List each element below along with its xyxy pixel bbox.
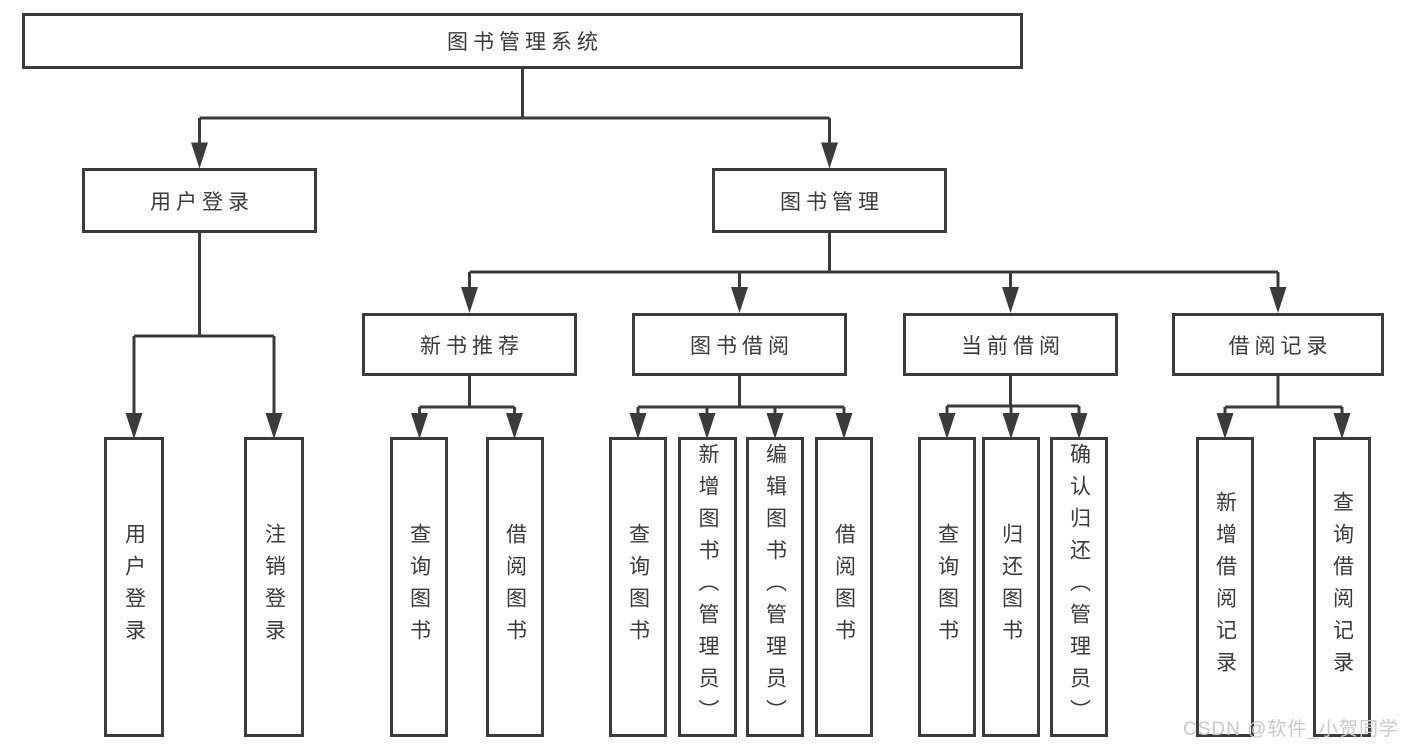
node-leaf-confirm-return-admin: 确认归还（管理员） <box>1050 437 1108 737</box>
node-book-management: 图书管理 <box>712 168 947 233</box>
node-label: 借阅记录 <box>1228 334 1333 358</box>
node-borrowing-records: 借阅记录 <box>1172 313 1384 376</box>
node-leaf-borrow-books-1: 借阅图书 <box>486 437 544 737</box>
node-label: 图书借阅 <box>690 334 794 358</box>
arrowhead-icon <box>411 413 428 439</box>
node-leaf-return-book: 归还图书 <box>982 437 1040 737</box>
node-leaf-query-books-1: 查询图书 <box>390 437 448 737</box>
node-label: 新增借阅记录 <box>1213 491 1237 683</box>
node-leaf-borrow-books-2: 借阅图书 <box>815 437 873 737</box>
arrowhead-icon <box>265 413 283 439</box>
arrowhead-icon <box>731 287 748 313</box>
node-user-login: 用户登录 <box>82 168 317 233</box>
node-book-borrowing: 图书借阅 <box>632 313 847 376</box>
node-leaf-query-books-3: 查询图书 <box>918 437 976 737</box>
arrowhead-icon <box>1333 413 1351 439</box>
node-label: 查询借阅记录 <box>1330 491 1354 683</box>
arrowhead-icon <box>629 413 647 439</box>
node-label: 借阅图书 <box>503 523 527 651</box>
node-label: 归还图书 <box>999 523 1023 651</box>
node-leaf-add-borrow-record: 新增借阅记录 <box>1196 437 1254 737</box>
node-leaf-logout: 注销登录 <box>244 437 304 737</box>
arrowhead-icon <box>821 142 838 169</box>
arrowhead-icon <box>1070 413 1088 439</box>
arrowhead-icon <box>1002 413 1020 439</box>
arrowhead-icon <box>125 413 143 439</box>
arrowhead-icon <box>461 287 478 313</box>
arrowhead-icon <box>1216 413 1234 439</box>
node-leaf-query-borrow-record: 查询借阅记录 <box>1313 437 1371 737</box>
arrowhead-icon <box>1269 287 1287 313</box>
node-leaf-add-book-admin: 新增图书（管理员） <box>678 437 737 737</box>
node-label: 图书管理 <box>780 190 884 214</box>
arrowhead-icon <box>698 413 716 439</box>
node-current-borrowing: 当前借阅 <box>903 313 1118 376</box>
node-label: 查询图书 <box>407 523 431 651</box>
node-label: 查询图书 <box>935 523 959 651</box>
arrowhead-icon <box>835 413 853 439</box>
arrowhead-icon <box>766 413 784 439</box>
arrowhead-icon <box>191 142 208 169</box>
node-label: 注销登录 <box>262 523 286 651</box>
node-label: 确认归还（管理员） <box>1067 443 1091 731</box>
node-label: 用户登录 <box>150 190 254 214</box>
node-label: 编辑图书（管理员） <box>763 443 787 731</box>
arrowhead-icon <box>1002 287 1019 313</box>
arrowhead-icon <box>938 413 956 439</box>
node-label: 用户登录 <box>122 523 146 651</box>
node-leaf-query-books-2: 查询图书 <box>609 437 667 737</box>
node-label: 当前借阅 <box>961 334 1065 358</box>
node-label: 图书管理系统 <box>447 31 603 54</box>
arrowhead-icon <box>506 413 523 439</box>
node-label: 新书推荐 <box>420 334 524 358</box>
node-label: 新增图书（管理员） <box>696 443 719 731</box>
node-label: 借阅图书 <box>832 523 856 651</box>
node-leaf-edit-book-admin: 编辑图书（管理员） <box>746 437 804 737</box>
csdn-watermark: CSDN @软件_小贺同学 <box>1183 719 1399 740</box>
node-label: 查询图书 <box>626 523 650 651</box>
node-new-book-recommendation: 新书推荐 <box>362 313 577 376</box>
node-library-management-system: 图书管理系统 <box>22 13 1023 69</box>
node-leaf-user-login: 用户登录 <box>104 437 164 737</box>
